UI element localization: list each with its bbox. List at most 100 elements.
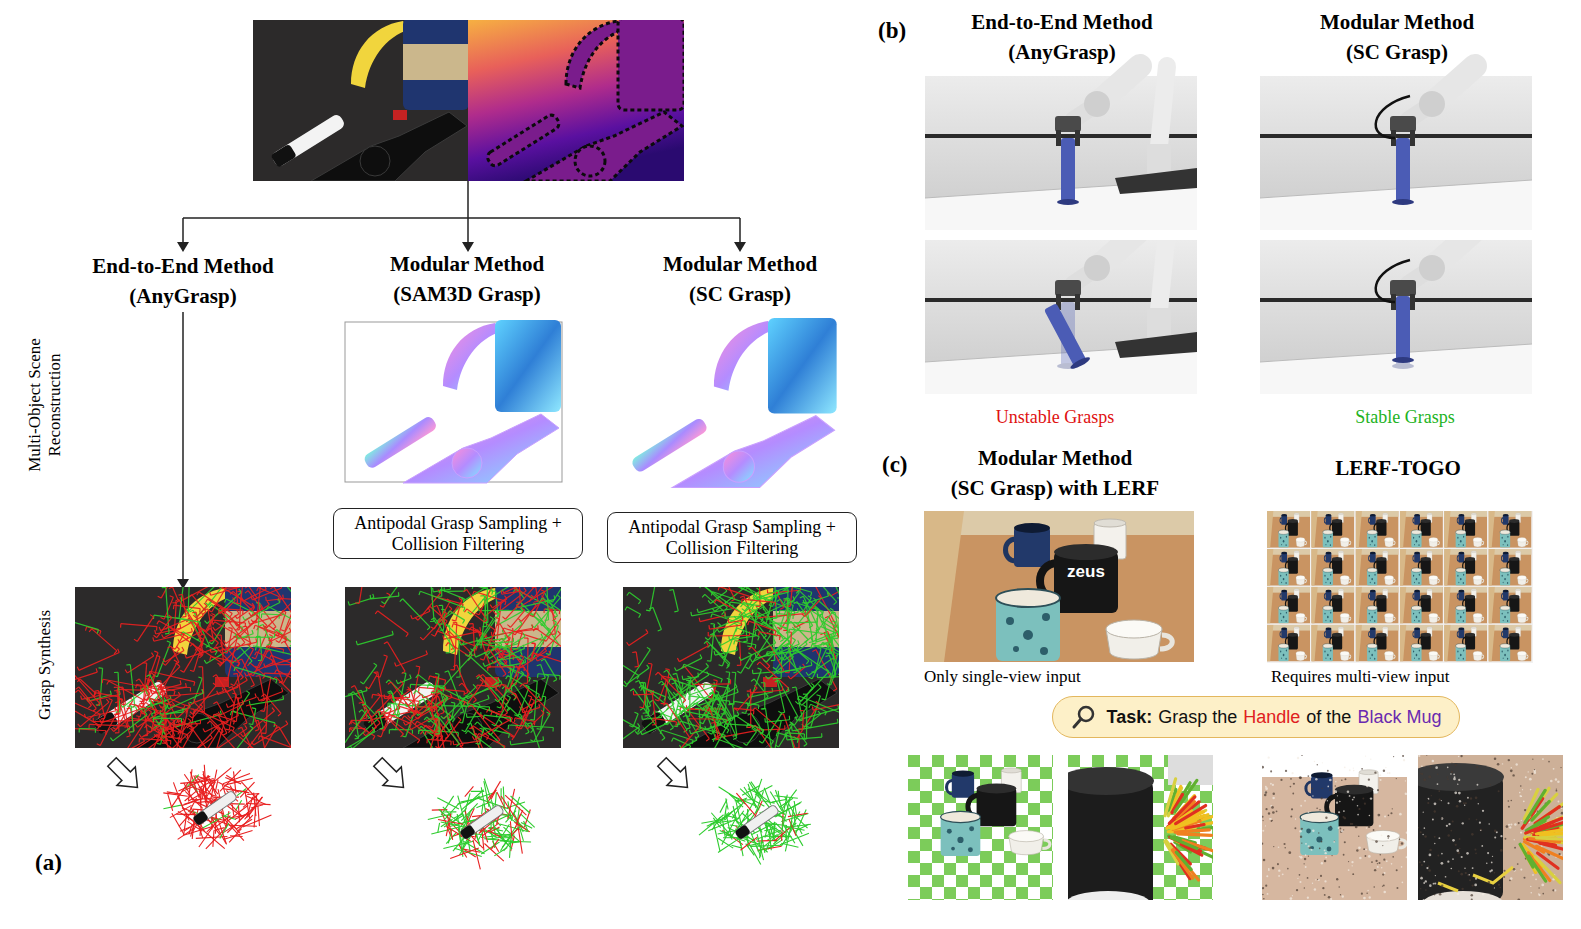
anygrasp-grasps-part-part [223,652,227,654]
sam3d-grasps-part-part [450,669,454,670]
anygrasp-grasps-part-part [261,614,262,618]
sam3d-grasps-part-part [400,681,403,684]
anygrasp-grasps-part-part [270,650,283,681]
sam3d-grasps-part-part [366,687,369,689]
anygrasp-grasps-part-part [113,728,116,730]
sam3d-grasps-part-part [506,640,509,642]
sam3d-grasps-part-part [515,587,519,588]
anygrasp-grasps-part-part [212,620,213,624]
anygrasp-grasps-part-part [157,680,161,682]
anygrasp-grasps-part-part [199,592,232,614]
sam3d-grasps-part-part [436,631,437,635]
sam3d-grasps-part-part [515,693,526,715]
sam3d-grasps-part-part [499,684,501,687]
sc-grasps-part-part [812,643,816,644]
anygrasp-grasps-part-part [89,724,129,726]
anygrasp-grasps-part-part [176,646,179,649]
anygrasp-grasps-part-part [213,702,216,704]
sam3d-grasps-part-part [524,659,526,663]
anygrasp-grasps-part-part [204,608,208,610]
anygrasp-grasps-part-part [99,714,101,718]
sam3d-grasps-part-part [483,626,487,627]
sc-grasps-part-part [638,729,640,732]
sam3d-grasps-part-part [441,587,442,596]
sam3d-grasps-part-part [359,587,362,603]
sam3d-grasps-part-part [359,702,363,703]
anygrasp-grasps-part-part [109,681,143,700]
sam3d-grasps-part-part [435,746,438,748]
anygrasp-grasps-part-part [190,644,193,647]
anygrasp-grasps-part-part [175,662,179,664]
anygrasp-grasps-part-part [138,705,139,709]
anygrasp-grasps-part-part [262,613,280,615]
sam3d-grasps-part-part [533,653,561,664]
sam3d-grasps-part-part [537,625,539,629]
anygrasp-grasps-part-part [228,627,232,629]
anygrasp-grasps-part-part [92,629,117,651]
anygrasp-grasps-part-part [174,691,175,695]
anygrasp-grasps-part-part [137,617,153,642]
anygrasp-grasps-part-part [151,653,153,656]
anygrasp-grasps-part-part [165,633,169,634]
sam3d-grasps-part-part [349,598,374,606]
anygrasp-grasps-part-part [207,721,210,724]
anygrasp-grasps-part-part [188,703,191,706]
anygrasp-grasps-part-part [175,617,179,619]
sam3d-grasps-part-part [431,678,437,704]
anygrasp-grasps-part-part [114,687,118,688]
sam3d-grasps-part-part [420,731,423,734]
sam3d-grasps-part-part [498,711,502,713]
anygrasp-grasps-part-part [113,715,147,741]
anygrasp-grasps-part-part [205,715,239,732]
sam3d-grasps-part-part [465,705,480,732]
anygrasp-grasps-part-part [213,620,246,623]
anygrasp-grasps-part-part [156,627,157,631]
branch-arrows-part [182,218,184,243]
anygrasp-grasps-part-part [238,662,240,666]
sam3d-grasps-part-part [410,675,411,679]
sam3d-grasps-part-part [536,628,561,656]
anygrasp-grasps-part-part [169,615,172,617]
sam3d-grasps-part-part [448,611,450,614]
anygrasp-grasps-part-part [219,662,223,663]
input-depth-map-part-part [526,112,682,181]
sam3d-grasps-part-part [484,728,509,734]
sam3d-grasps-part-part [480,728,484,729]
anygrasp-grasps-part-part [180,739,182,743]
sc-grasps-part-part [752,670,753,674]
sam3d-grasps-part-part [351,686,355,688]
anygrasp-grasps-part-part [173,587,179,601]
anygrasp-grasps-part-part [283,665,291,683]
sam3d-grasps-part-part [479,587,497,615]
anygrasp-grasps-part-part [115,707,117,711]
sam3d-grasps-part-part [448,729,452,730]
sam3d-grasps-part-part [396,654,427,666]
anygrasp-grasps-part-part [153,718,154,722]
anygrasp-grasps-part-part [251,596,252,600]
anygrasp-grasps-part-part [208,599,227,611]
sam3d-grasps-part-part [547,628,550,630]
anygrasp-grasps-part-part [157,734,179,748]
anygrasp-grasps-part-part [106,699,109,702]
anygrasp-grasps-part-part [148,686,149,690]
sc-reconstruction [630,318,837,488]
anygrasp-grasps-part-part [252,707,256,709]
anygrasp-grasps-part-part [220,711,221,715]
sam3d-grasps-part-part [468,705,471,708]
sam3d-grasps-part-part [558,631,561,634]
anygrasp-grasps-part-part [281,630,285,631]
anygrasp-grasps-part-part [277,629,291,643]
sam3d-grasps-part-part [395,662,396,666]
anygrasp-grasps-part-part [134,639,137,641]
sc-grasps-part-part [640,708,643,710]
sam3d-grasps-part-part [418,687,419,691]
sc-grasps-part-part [765,676,768,679]
anygrasp-grasps-part-part [276,727,279,729]
sam3d-grasps-part-part [450,611,465,620]
sam3d-grasps-part-part [411,714,414,716]
anygrasp-grasps-part-part [274,724,277,726]
sam3d-grasps-part-part [521,603,523,607]
anygrasp-grasps-part-part [271,632,291,642]
anygrasp-grasps-part-part [229,694,236,730]
anygrasp-grasps-part-part [75,622,98,629]
